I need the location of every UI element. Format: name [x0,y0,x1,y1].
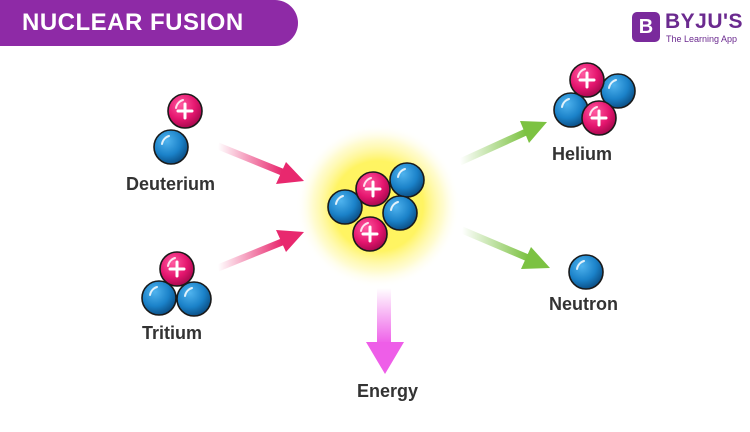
label-deuterium: Deuterium [126,174,216,194]
brand-tagline: The Learning App [666,34,738,44]
plus-icon [176,102,194,120]
arrow-tritium-to-center [216,230,304,272]
tritium-neutron-left [141,280,177,316]
fused-neutron-right [382,195,418,231]
brand-name: BYJU'S [665,10,744,33]
free-neutron [568,254,604,290]
title-banner: NUCLEAR FUSION [0,0,298,46]
brand-mark-icon: B [632,12,660,42]
helium-neutron-right [600,73,636,109]
plus-icon [364,180,382,198]
tritium-neutron-right [176,281,212,317]
fused-neutron-top [389,162,425,198]
particles [141,62,636,317]
fused-neutron-left [327,189,363,225]
page-title: NUCLEAR FUSION [22,9,244,36]
arrow-center-to-helium [458,121,547,166]
label-tritium: Tritium [142,323,203,343]
plus-icon [168,260,186,278]
helium-proton-top [569,62,605,98]
deuterium-proton [167,93,203,129]
plus-icon [578,71,596,89]
label-energy: Energy [357,381,419,401]
arrow-center-to-energy [366,288,404,374]
label-neutron: Neutron [549,294,618,314]
helium-proton-bottom [581,100,617,136]
tritium-proton [159,251,195,287]
label-helium: Helium [552,144,613,164]
plus-icon [361,225,379,243]
arrow-center-to-neutron [460,226,550,269]
plus-icon [590,109,608,127]
deuterium-neutron [153,129,189,165]
fused-proton-top [355,171,391,207]
brand-logo: B BYJU'S The Learning App [632,10,744,46]
arrow-deuterium-to-center [216,142,304,184]
fused-proton-bottom [352,216,388,252]
